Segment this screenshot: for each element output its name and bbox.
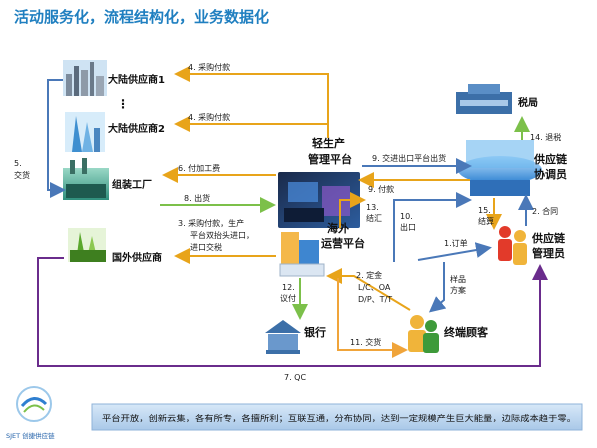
arrow-sample [428, 262, 447, 313]
edge-label-9a: 9. 交进出口平台出货 [372, 153, 446, 163]
edge-label-7: 7. QC [284, 373, 306, 382]
edge-label-4a: 4. 采购付款 [188, 62, 230, 72]
manager-image [498, 226, 527, 265]
edge-label-3-line1: 3. 采购付款，生产 [178, 218, 244, 228]
edge-label-15-line1: 15. [478, 206, 491, 215]
arrow-10 [393, 192, 472, 262]
bank-label: 银行 [304, 325, 326, 339]
edge-label-2c: 2. 合同 [532, 206, 558, 216]
ellipsis-text: ⋮ [117, 97, 129, 111]
supplier2-image [65, 112, 105, 152]
edge-label-5-line1: 5. [14, 159, 22, 168]
edge-label-13-line1: 13. [366, 203, 379, 212]
edge-label-10-line2: 出口 [400, 222, 416, 232]
edge-label-10-line1: 10. [400, 212, 413, 221]
edge-label-15-line2: 结算 [478, 216, 494, 226]
assembly-label: 组装工厂 [112, 178, 152, 191]
page-title: 活动服务化，流程结构化，业务数据化 [14, 8, 269, 26]
edge-label-13-line2: 结汇 [366, 213, 382, 223]
edge-label-12-line2: 议付 [280, 293, 296, 303]
bottom-banner [91, 403, 583, 431]
edge-label-3-line3: 进口交税 [190, 242, 222, 252]
supplier1-image [63, 60, 107, 96]
edge-label-3-line2: 平台双抬头进口， [190, 230, 254, 240]
edge-label-9b: 9. 付款 [368, 184, 394, 194]
foreign-supplier-label: 国外供应商 [112, 251, 162, 264]
edge-label-sample-line1: 样品 [450, 274, 466, 284]
arrow-1 [417, 242, 492, 261]
edge-label-2-line3: D/P、T/T [358, 295, 392, 304]
arrow-13 [339, 192, 366, 228]
edge-label-11: 11. 交货 [350, 337, 381, 347]
supplier2-label: 大陆供应商2 [108, 122, 165, 135]
edge-label-12-line1: 12. [282, 283, 295, 292]
tax-bureau-label: 税局 [518, 96, 538, 109]
bank-image [265, 320, 301, 354]
edge-label-4b: 4. 采购付款 [188, 112, 230, 122]
edge-label-14: 14. 退税 [530, 132, 561, 142]
arrow-7 [37, 257, 548, 367]
edge-label-6: 6. 付加工费 [178, 163, 220, 173]
banner-text: 平台开放，创新云集，各有所专，各擅所利；互联互通，分布协同，达到一定规模产生巨大… [102, 413, 576, 423]
overseas-platform-image [279, 232, 325, 277]
foreign-supplier-image [68, 228, 106, 262]
arrow-2-deposit [326, 268, 411, 311]
overseas-platform-label-1: 海外 [327, 221, 349, 235]
arrow-5 [47, 79, 66, 198]
edge-label-1: 1.订单 [444, 238, 468, 248]
coordinator-label-2: 协调员 [534, 167, 567, 181]
light-platform-label-2: 管理平台 [308, 152, 352, 166]
tax-bureau-image [456, 84, 512, 114]
overseas-platform-label-2: 运营平台 [321, 236, 365, 250]
manager-label-2: 管理员 [532, 246, 565, 260]
edge-label-2-line1: 2. 定金 [356, 270, 382, 280]
manager-label-1: 供应链 [531, 231, 566, 245]
coordinator-label-1: 供应链 [533, 152, 568, 166]
logo-text: SJET 创捷供应链 [6, 431, 55, 440]
coordinator-image [458, 140, 542, 196]
edge-label-sample-line2: 方案 [450, 285, 466, 295]
arrow-11 [337, 278, 408, 358]
arrow-4a [174, 66, 329, 138]
customer-label: 终端顾客 [444, 325, 489, 339]
supplier1-label: 大陆供应商1 [108, 73, 165, 86]
edge-label-5-line2: 交货 [14, 170, 30, 180]
assembly-factory-image [63, 158, 109, 200]
edge-label-8: 8. 出货 [184, 193, 210, 203]
light-platform-label-1: 轻生产 [312, 136, 345, 150]
edge-label-2-line2: L/C、OA [358, 283, 391, 292]
customer-image [408, 315, 439, 353]
company-logo [16, 386, 52, 422]
